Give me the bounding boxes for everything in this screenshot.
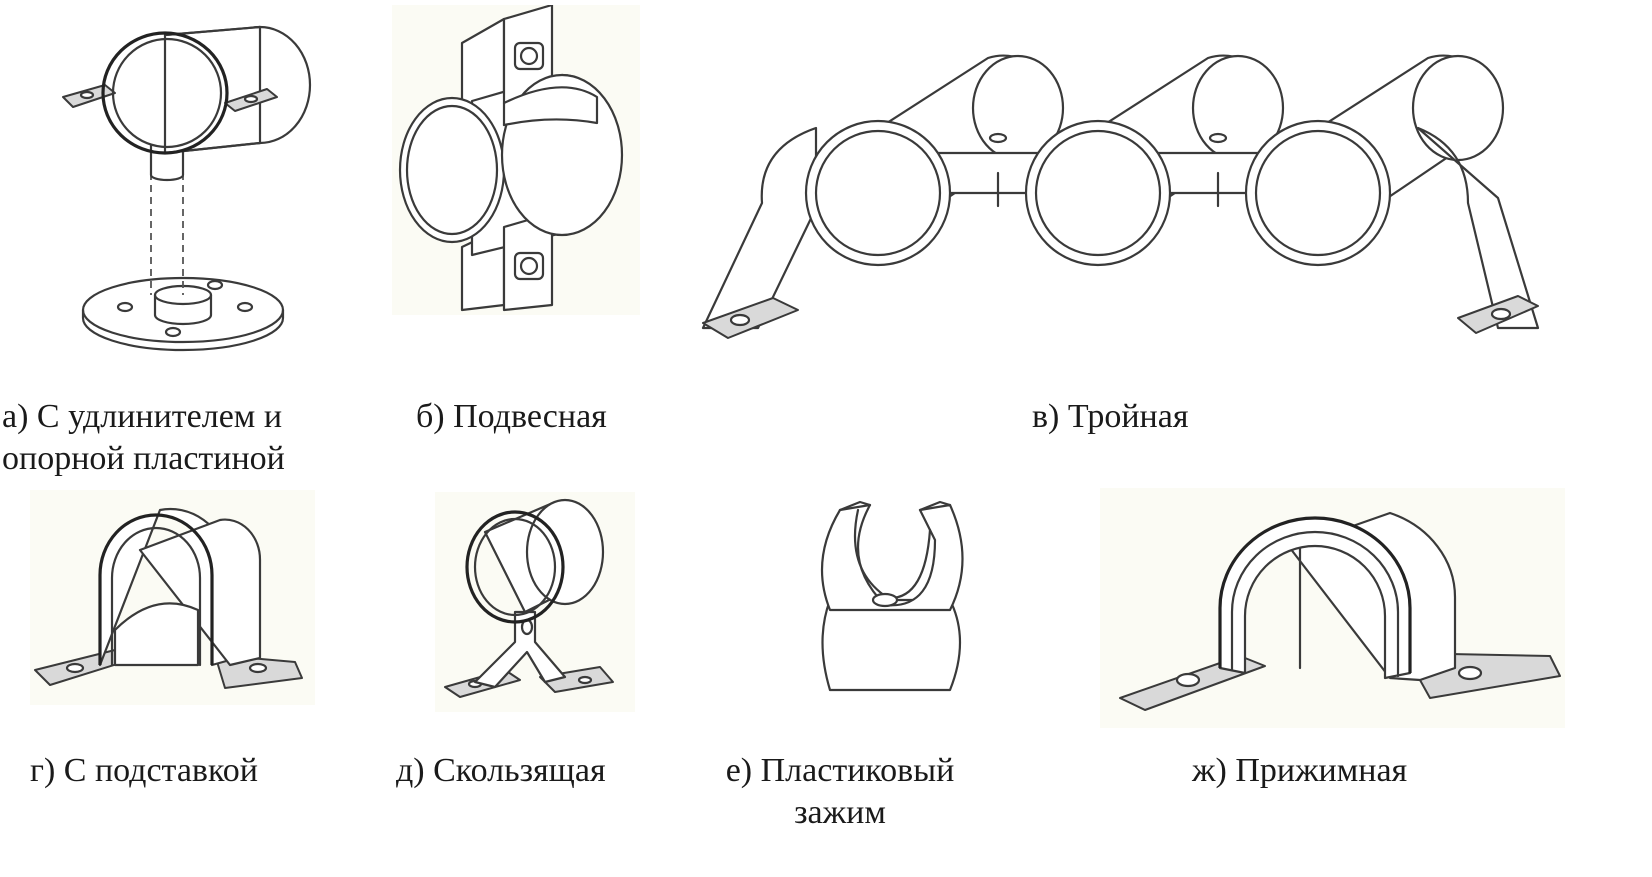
- hanging-clamp-drawing: [398, 5, 624, 312]
- triple-clamp-drawing: [701, 54, 1540, 339]
- figure-zh-pressure-clamp: [1100, 488, 1565, 728]
- caption-d-line-1: д) Скользящая: [396, 752, 606, 789]
- caption-e-line-2: зажим: [794, 794, 886, 831]
- caption-a: а) С удлинителем и опорной пластиной: [2, 396, 285, 480]
- caption-v-line-1: в) Тройная: [1032, 398, 1189, 435]
- caption-e-line-1: е) Пластиковый: [725, 752, 955, 789]
- caption-v: в) Тройная: [1032, 396, 1188, 438]
- sliding-clamp-drawing: [444, 498, 614, 698]
- caption-g-line-1: г) С подставкой: [30, 752, 258, 789]
- caption-b-line-1: б) Подвесная: [416, 398, 607, 435]
- extension-clamp-drawing: [62, 25, 312, 352]
- plastic-clip-drawing: [820, 500, 964, 692]
- caption-b: б) Подвесная: [416, 396, 607, 438]
- caption-zh: ж) Прижимная: [1192, 750, 1407, 792]
- caption-zh-line-1: ж) Прижимная: [1192, 752, 1408, 789]
- figure-g-stand-clamp: [30, 490, 315, 705]
- caption-a-line-2: опорной пластиной: [2, 440, 285, 477]
- caption-d: д) Скользящая: [396, 750, 606, 792]
- figure-a-extension-clamp: [55, 25, 315, 355]
- caption-e: е) Пластиковый зажим: [700, 750, 980, 834]
- stand-clamp-drawing: [34, 507, 303, 689]
- figure-b-hanging-clamp: [392, 5, 640, 315]
- caption-a-line-1: а) С удлинителем и: [2, 398, 283, 435]
- caption-g: г) С подставкой: [30, 750, 258, 792]
- figure-d-sliding-clamp: [435, 492, 635, 712]
- figure-v-triple-clamp: [698, 28, 1568, 353]
- pressure-clamp-drawing: [1119, 511, 1561, 711]
- figure-e-plastic-clip: [800, 500, 980, 700]
